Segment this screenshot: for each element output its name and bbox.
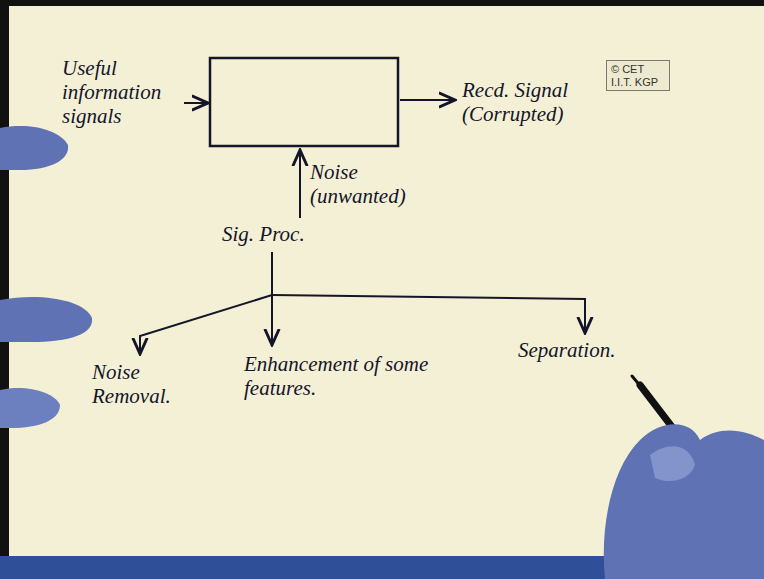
noise-label: Noise (unwanted)	[310, 160, 420, 208]
glove-finger	[0, 297, 92, 342]
glove-finger	[0, 388, 60, 428]
branch-label: Separation.	[518, 338, 638, 362]
input-label: Useful information signals	[62, 56, 180, 128]
glove-finger	[0, 126, 68, 170]
glove-highlight	[650, 446, 695, 481]
system-box	[210, 58, 398, 146]
branch-arrow	[272, 295, 585, 333]
output-label: Recd. Signal (Corrupted)	[462, 78, 602, 126]
pen-tip	[632, 376, 642, 388]
copyright-box: © CET I.I.T. KGP	[606, 60, 670, 91]
copyright-text: © CET I.I.T. KGP	[611, 63, 665, 88]
glove-hand	[604, 424, 764, 579]
input-arrow	[184, 102, 208, 104]
branch-stem	[271, 252, 273, 295]
branch-label: Noise Removal.	[92, 360, 202, 408]
process-title: Sig. Proc.	[222, 222, 352, 246]
branch-label: Enhancement of some features.	[244, 352, 444, 400]
output-arrow	[400, 99, 455, 101]
branch-arrow	[140, 295, 272, 354]
noise-arrow	[299, 150, 301, 218]
branch-arrow	[271, 295, 273, 345]
